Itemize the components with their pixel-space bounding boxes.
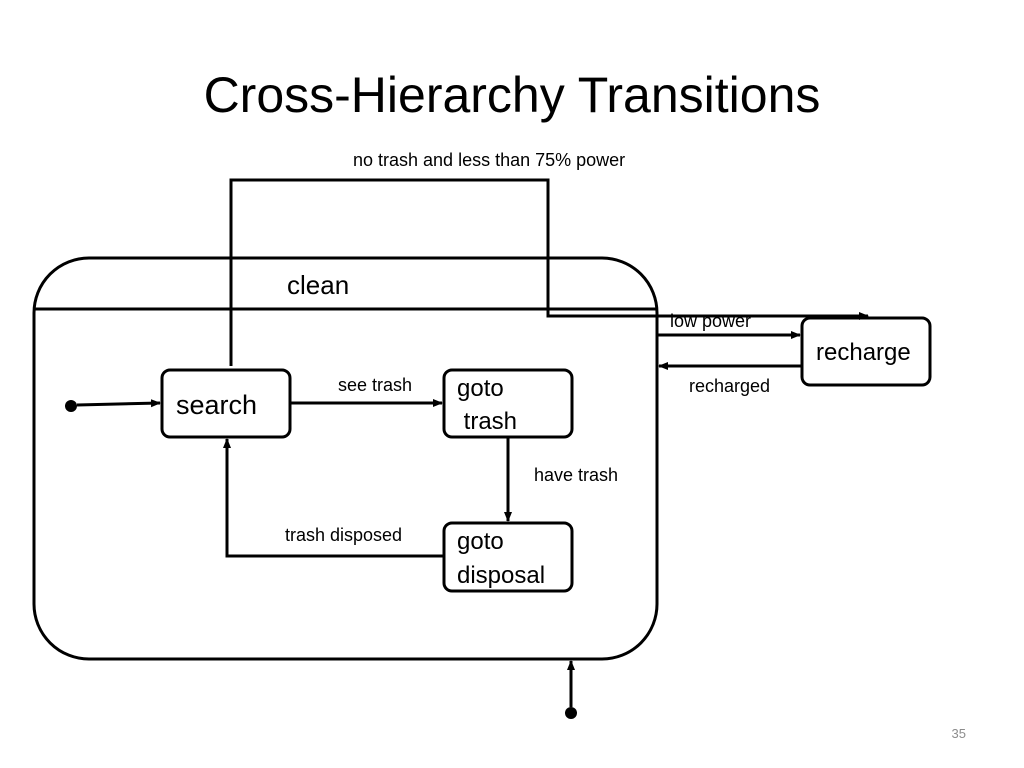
initial-dot-inner (65, 400, 77, 412)
recharge-state-label: recharge (816, 339, 911, 366)
page-number: 35 (951, 726, 966, 741)
clean-label: clean (287, 270, 350, 300)
initial-dot-outer (565, 707, 577, 719)
goto-trash-label-2: trash (457, 408, 518, 435)
low-power-label: low power (670, 311, 752, 331)
no-trash-label: no trash and less than 75% power (353, 150, 626, 170)
slide-title: Cross-Hierarchy Transitions (203, 67, 821, 123)
goto-trash-label-1: goto (457, 375, 504, 402)
trash-disposed-label: trash disposed (285, 525, 403, 545)
trash-disposed-arrow (223, 438, 444, 558)
see-trash-label: see trash (338, 375, 413, 395)
search-state-label: search (176, 390, 258, 420)
goto-disposal-label-2: disposal (457, 562, 546, 589)
no-trash-arrow (229, 178, 869, 366)
initial-transition-inner (76, 399, 161, 408)
goto-disposal-label-1: goto (457, 528, 504, 555)
have-trash-label: have trash (534, 465, 619, 485)
recharged-label: recharged (689, 376, 771, 396)
clean-superstate (32, 256, 659, 661)
